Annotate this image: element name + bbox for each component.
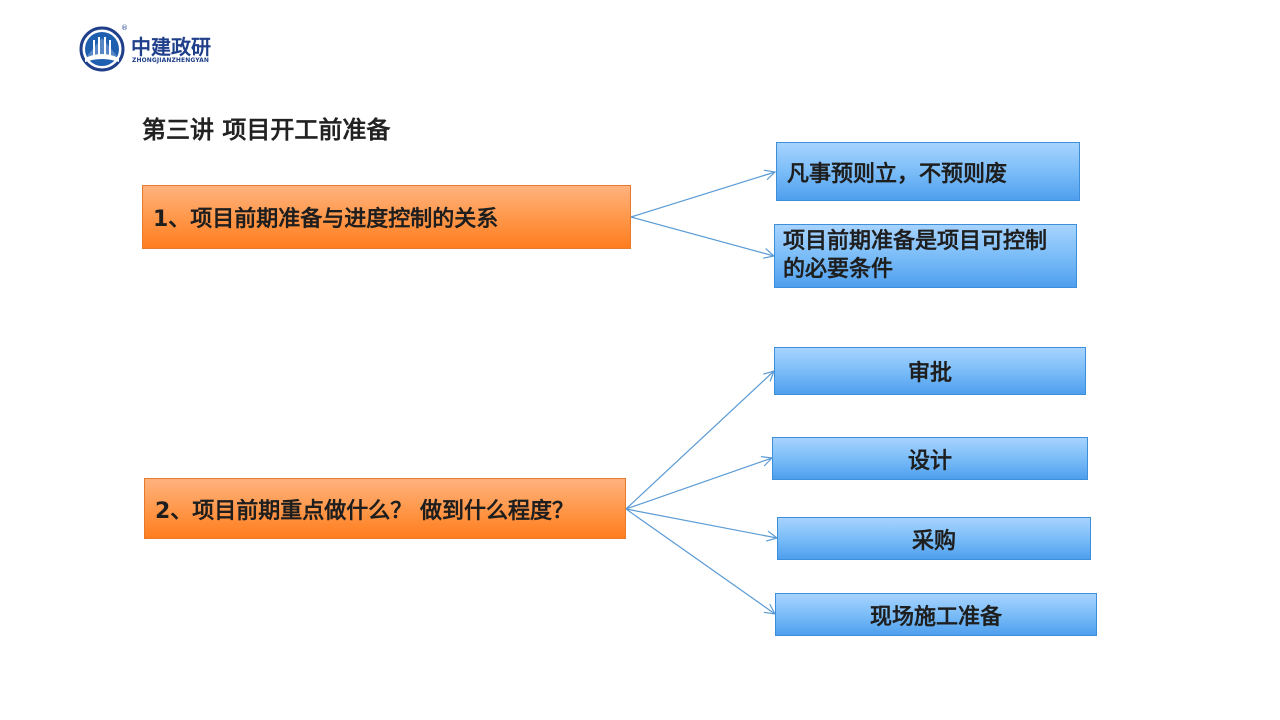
target-box-4: 设计 — [772, 437, 1088, 480]
connector-s2-t6 — [625, 508, 775, 614]
logo-name-cn: 中建政研 — [131, 35, 211, 59]
logo: ® 中建政研 ZHONGJIANZHENGYAN — [79, 24, 239, 72]
connector-s1-t2 — [630, 216, 774, 256]
target-box-6: 现场施工准备 — [775, 593, 1097, 636]
logo-emblem-icon — [79, 26, 125, 72]
source-box-2: 2、项目前期重点做什么？ 做到什么程度？ — [144, 478, 626, 539]
target-box-5: 采购 — [777, 517, 1091, 560]
connector-s1-t1 — [630, 172, 775, 218]
registered-mark: ® — [121, 24, 128, 32]
connector-s2-t4 — [625, 458, 772, 510]
target-box-1: 凡事预则立，不预则废 — [776, 142, 1080, 201]
connector-s2-t5 — [625, 508, 777, 538]
connector-s2-t3 — [625, 371, 774, 510]
slide-title: 第三讲 项目开工前准备 — [142, 116, 391, 144]
target-box-2: 项目前期准备是项目可控制的必要条件 — [774, 224, 1077, 288]
target-box-3: 审批 — [774, 347, 1086, 395]
source-box-1: 1、项目前期准备与进度控制的关系 — [142, 185, 631, 249]
logo-name-en: ZHONGJIANZHENGYAN — [132, 57, 209, 64]
